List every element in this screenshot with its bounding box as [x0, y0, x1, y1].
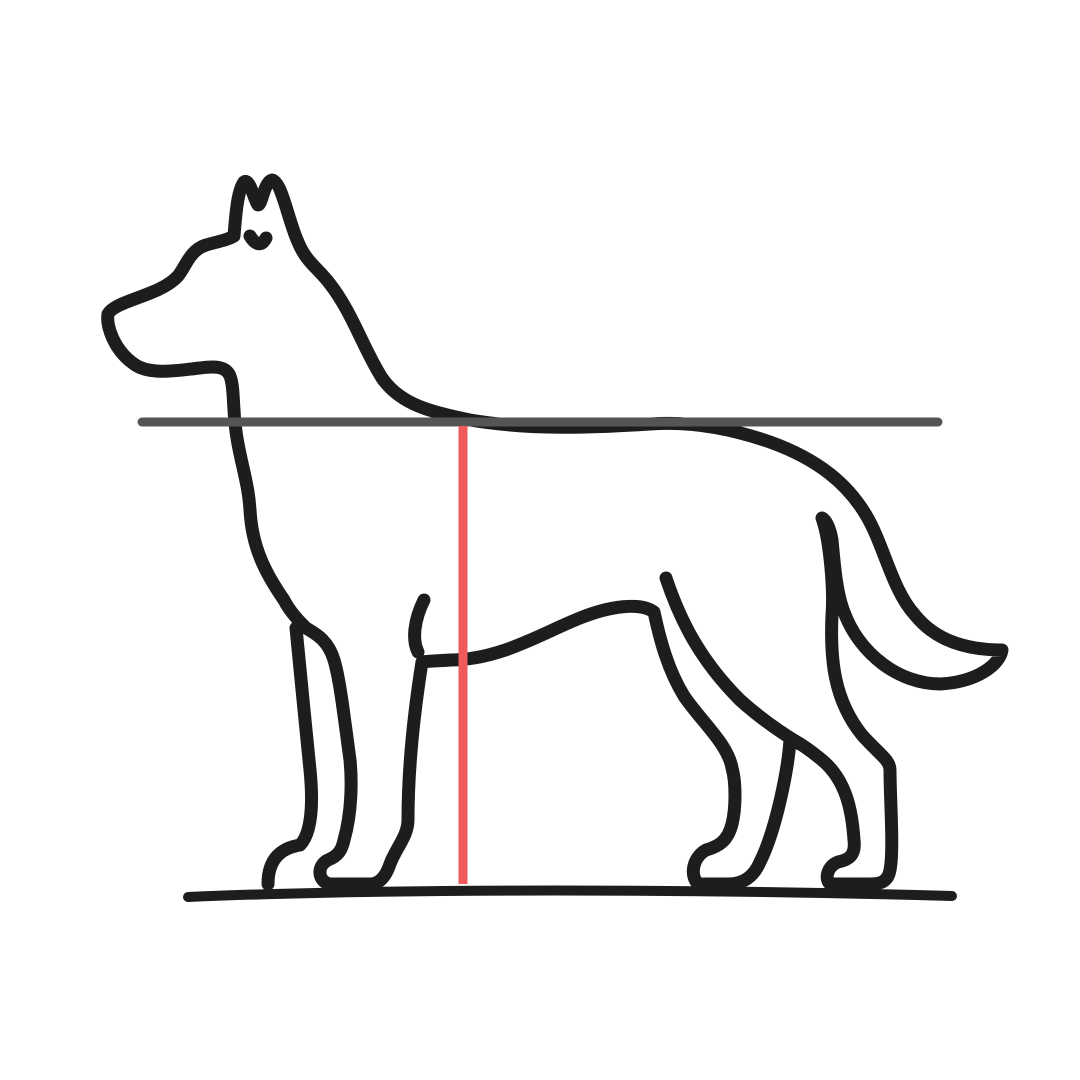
elbow-fold — [408, 593, 431, 659]
dog-outline — [101, 173, 1009, 891]
ear-notch — [243, 229, 273, 251]
hind-leg-inner — [659, 571, 807, 751]
dog-body-outline — [101, 173, 1009, 891]
ground-line — [183, 885, 957, 902]
front-leg-inner — [261, 621, 319, 891]
